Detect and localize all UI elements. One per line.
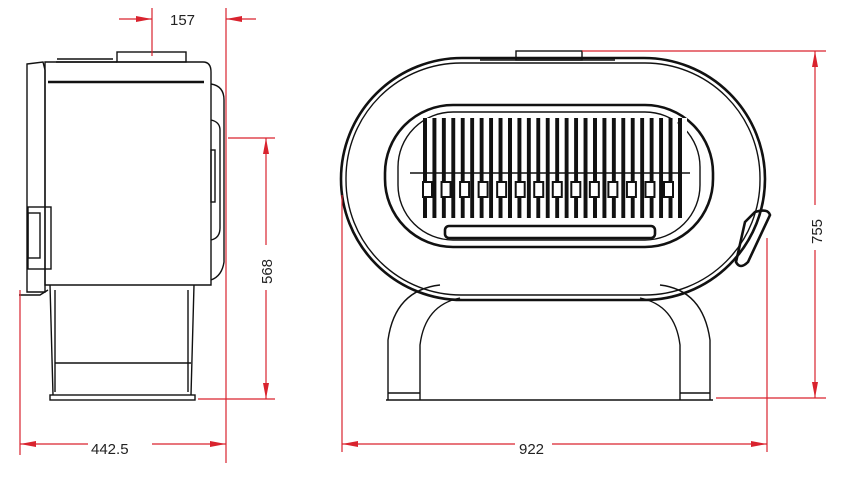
grate-gap — [615, 118, 621, 218]
grate-gap — [445, 118, 451, 218]
grate-bar — [498, 118, 503, 218]
grate-bar — [593, 118, 597, 218]
grate-bar — [441, 118, 446, 218]
dimension-label-442-5: 442.5 — [91, 441, 129, 458]
grate-clip — [570, 181, 582, 198]
grate-clip — [514, 181, 526, 198]
grate-bar — [460, 118, 465, 218]
dimension-label-157: 157 — [170, 12, 195, 29]
front-door-window — [397, 111, 701, 241]
dimension-label-568: 568 — [259, 259, 276, 284]
grate-gap — [521, 118, 527, 218]
dimension-922: 922 — [341, 195, 768, 458]
grate-clip — [607, 181, 619, 198]
grate-gap — [427, 118, 432, 218]
grate-gap — [625, 118, 631, 218]
side-hearth-edge — [19, 289, 49, 296]
grate-gap — [663, 118, 669, 218]
grate-bar — [583, 118, 588, 218]
grate-gap — [483, 118, 489, 218]
grate-bar — [659, 118, 664, 218]
grate-bar — [508, 118, 512, 218]
grate-clip — [422, 181, 433, 198]
front-arch-legs — [387, 284, 711, 400]
side-view — [19, 51, 225, 401]
grate-bar — [470, 118, 475, 218]
grate-clip — [644, 181, 656, 198]
fire-grate — [422, 118, 687, 218]
grate-bar — [640, 118, 645, 218]
grate-bar — [649, 118, 654, 218]
grate-gap — [436, 118, 442, 218]
grate-bar — [517, 118, 522, 218]
front-door-window-frame — [383, 103, 715, 249]
grate-gap — [672, 118, 678, 218]
side-pedestal — [49, 284, 195, 396]
grate-bar — [564, 118, 569, 218]
grate-bar — [630, 118, 635, 218]
grate-clip — [496, 181, 508, 198]
grate-gap — [512, 118, 517, 218]
grate-gap — [578, 118, 584, 218]
grate-gap — [464, 118, 470, 218]
front-door-handle — [734, 209, 772, 268]
grate-clip — [459, 181, 471, 198]
grate-clip — [440, 181, 452, 198]
dimension-568: 568 — [198, 137, 276, 400]
grate-bar — [536, 118, 541, 218]
side-body — [44, 61, 212, 286]
side-door-handle-inner — [27, 212, 41, 259]
front-body-outer — [339, 56, 767, 302]
dimension-label-922: 922 — [519, 441, 544, 458]
grate-bar — [526, 118, 531, 218]
grate-clip — [533, 181, 545, 198]
grate-bar — [678, 118, 682, 218]
grate-gap — [493, 118, 499, 218]
grate-bar — [545, 118, 550, 218]
grate-bar — [451, 118, 456, 218]
grate-bar — [479, 118, 484, 218]
grate-bar — [611, 118, 616, 218]
grate-gap — [653, 118, 659, 218]
grate-gap — [530, 118, 536, 218]
ashpan-lip — [443, 224, 657, 240]
grate-bar — [574, 118, 579, 218]
front-view — [339, 50, 772, 401]
grate-bar — [668, 118, 673, 218]
grate-bar — [555, 118, 560, 218]
grate-gap — [568, 118, 574, 218]
dimension-442-5: 442.5 — [19, 290, 226, 458]
side-door-panel — [26, 61, 46, 293]
grate-gap — [549, 118, 555, 218]
grate-gap — [644, 118, 650, 218]
grate-clip — [625, 181, 637, 198]
grate-gap — [474, 118, 480, 218]
side-rear-heat-shield — [210, 83, 225, 281]
grate-clip — [663, 181, 674, 198]
grate-gap — [597, 118, 602, 218]
dimension-157: 157 — [119, 8, 256, 463]
grate-gap — [540, 118, 546, 218]
side-rear-heat-shield-inner — [210, 119, 221, 241]
grate-bar — [423, 118, 427, 218]
grate-gap — [682, 118, 687, 218]
grate-bar — [432, 118, 437, 218]
grate-clip — [477, 181, 489, 198]
grate-clip — [588, 181, 600, 198]
grate-bar — [489, 118, 494, 218]
grate-clip — [551, 181, 563, 198]
grate-gap — [559, 118, 565, 218]
grate-gap — [587, 118, 593, 218]
grate-gap — [455, 118, 461, 218]
grate-bar — [602, 118, 607, 218]
grate-gap — [634, 118, 640, 218]
grate-gap — [502, 118, 508, 218]
side-rear-vent — [210, 149, 216, 203]
side-base-plate — [49, 394, 196, 401]
dimension-755: 755 — [582, 50, 826, 399]
grate-bar — [621, 118, 626, 218]
front-body-inner — [345, 62, 761, 296]
grate-gap — [606, 118, 612, 218]
dimension-label-755: 755 — [809, 219, 826, 244]
